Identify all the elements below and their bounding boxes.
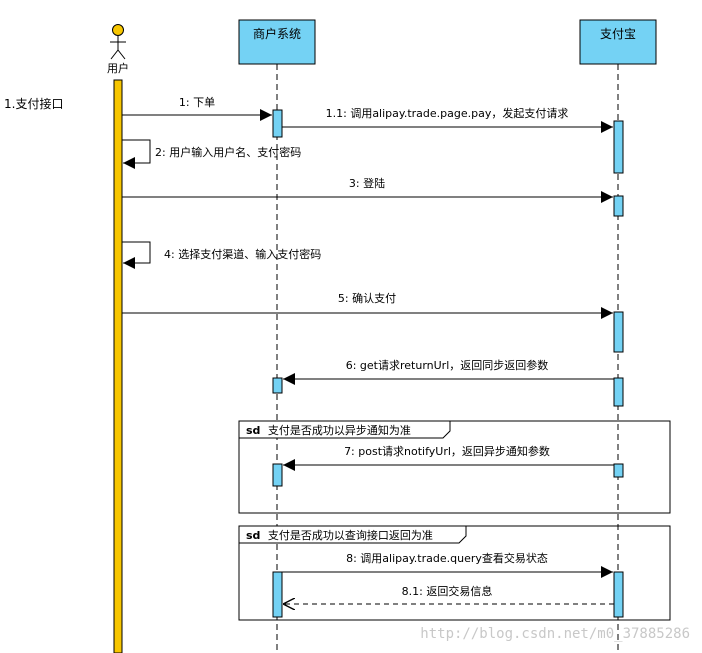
message-label: 3: 登陆 bbox=[349, 176, 385, 190]
fragment-keyword: sd bbox=[246, 529, 260, 542]
message-label: 1.1: 调用alipay.trade.page.pay，发起支付请求 bbox=[326, 106, 569, 120]
merchant-activation bbox=[272, 377, 283, 394]
self-message-arrow bbox=[122, 139, 151, 169]
fragment-label: 支付是否成功以查询接口返回为准 bbox=[268, 528, 433, 542]
svg-text:sd 支付是否成功以查询接口返回为准: sd 支付是否成功以查询接口返回为准 bbox=[246, 528, 433, 542]
alipay-activation bbox=[613, 377, 624, 407]
fragment-label: 支付是否成功以异步通知为准 bbox=[268, 423, 411, 437]
svg-text:sd 支付是否成功以异步通知为准: sd 支付是否成功以异步通知为准 bbox=[246, 423, 411, 437]
alipay-activation bbox=[613, 120, 624, 174]
message-label: 7: post请求notifyUrl，返回异步通知参数 bbox=[344, 444, 550, 458]
watermark-text: http://blog.csdn.net/m0_37885286 bbox=[420, 626, 690, 642]
fragment-async-notify: sd 支付是否成功以异步通知为准 bbox=[238, 420, 671, 514]
alipay-activation bbox=[613, 195, 624, 217]
message-label: 8: 调用alipay.trade.query查看交易状态 bbox=[346, 551, 548, 565]
message-label: 1: 下单 bbox=[179, 96, 215, 109]
user-actor-label: 用户 bbox=[107, 61, 129, 75]
alipay-activation bbox=[613, 311, 624, 353]
message-label: 8.1: 返回交易信息 bbox=[402, 584, 493, 598]
alipay-activation bbox=[613, 571, 624, 618]
alipay-activation bbox=[613, 463, 624, 478]
alipay-actor-label: 支付宝 bbox=[600, 27, 636, 41]
message-label: 6: get请求returnUrl，返回同步返回参数 bbox=[346, 358, 549, 372]
merchant-activation bbox=[272, 571, 283, 618]
merchant-activation bbox=[272, 109, 283, 138]
fragment-query-result: sd 支付是否成功以查询接口返回为准 bbox=[238, 525, 671, 621]
merchant-actor-label: 商户系统 bbox=[253, 26, 301, 41]
message-label: 4: 选择支付渠道、输入支付密码 bbox=[164, 247, 321, 261]
message-label: 5: 确认支付 bbox=[338, 292, 396, 305]
fragment-keyword: sd bbox=[246, 424, 260, 437]
merchant-actor-box bbox=[238, 19, 316, 65]
user-lifeline-bar bbox=[113, 79, 123, 653]
merchant-activation bbox=[272, 463, 283, 487]
self-message-arrow bbox=[122, 241, 151, 269]
user-actor-icon bbox=[110, 24, 126, 60]
message-label: 2: 用户输入用户名、支付密码 bbox=[155, 145, 301, 159]
section-label: 1.支付接口 bbox=[4, 96, 63, 111]
